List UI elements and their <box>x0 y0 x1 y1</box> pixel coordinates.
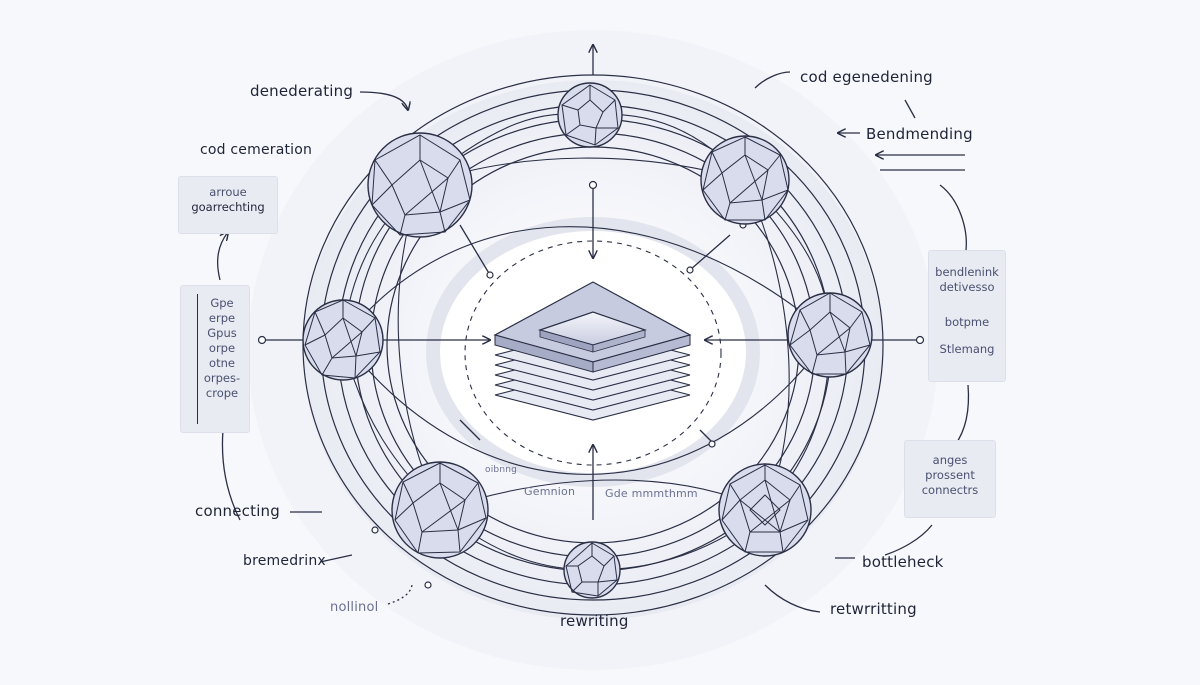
label-bremedrinx: bremedrinx <box>243 553 326 569</box>
polyhedron-node-left <box>302 299 384 381</box>
panel-bottom-right: anges prossent connectrs <box>904 440 996 518</box>
panel-left-list-item: crope <box>205 386 239 400</box>
polyhedron-node-bottom-right <box>718 463 812 557</box>
polyhedron-node-top-right <box>700 135 790 225</box>
panel-bottom-right-line: anges <box>932 453 968 467</box>
panel-left-list-rule <box>197 294 198 424</box>
polyhedron-node-top <box>557 82 623 148</box>
panel-left-list-item: orpe <box>208 341 236 355</box>
processor-chip-stack <box>493 281 692 421</box>
panel-left-list-item: otne <box>209 356 235 370</box>
label-connecting: connecting <box>195 502 280 520</box>
label-cod-egenedening: cod egenedening <box>800 68 933 86</box>
panel-top-left-line-1: arroue <box>209 185 247 199</box>
panel-left-list-item: Gpus <box>207 326 237 340</box>
panel-right-line: bendlenink <box>935 265 999 279</box>
panel-bottom-right-line: connectrs <box>921 483 979 497</box>
panel-right-line: botpme <box>944 315 990 329</box>
polyhedron-node-top-left <box>367 132 473 238</box>
polyhedron-node-right <box>787 292 873 378</box>
polyhedron-node-bottom-left <box>391 461 489 559</box>
label-bendmending: Bendmending <box>866 125 973 143</box>
label-retwrritting: retwrritting <box>830 600 917 618</box>
label-nollinol: nollinol <box>330 600 379 615</box>
panel-bottom-right-line: prossent <box>925 468 975 482</box>
panel-left-list-item: orpes- <box>203 371 241 385</box>
panel-right: bendlenink detivesso botpme Stlemang <box>928 250 1006 382</box>
label-rewriting: rewriting <box>560 612 629 630</box>
label-oibnng: oibnng <box>485 465 518 475</box>
panel-top-left-line-2: goarrechting <box>191 200 265 214</box>
panel-left-list-item: erpe <box>208 311 236 325</box>
label-gde-mmmthmm: Gde mmmthmm <box>605 487 698 500</box>
panel-top-left: arroue goarrechting <box>178 176 278 234</box>
label-gemnion: Gemnion <box>524 485 576 498</box>
polyhedron-node-bottom <box>563 541 621 599</box>
label-cod-cemeration: cod cemeration <box>200 142 313 158</box>
panel-left-list: Gpe erpe Gpus orpe otne orpes- crope <box>180 285 250 433</box>
label-denederating: denederating <box>250 82 354 100</box>
panel-left-list-item: Gpe <box>210 296 234 310</box>
panel-right-line: detivesso <box>939 280 995 294</box>
panel-right-line: Stlemang <box>939 342 995 356</box>
label-bottleheck: bottleheck <box>862 553 944 571</box>
